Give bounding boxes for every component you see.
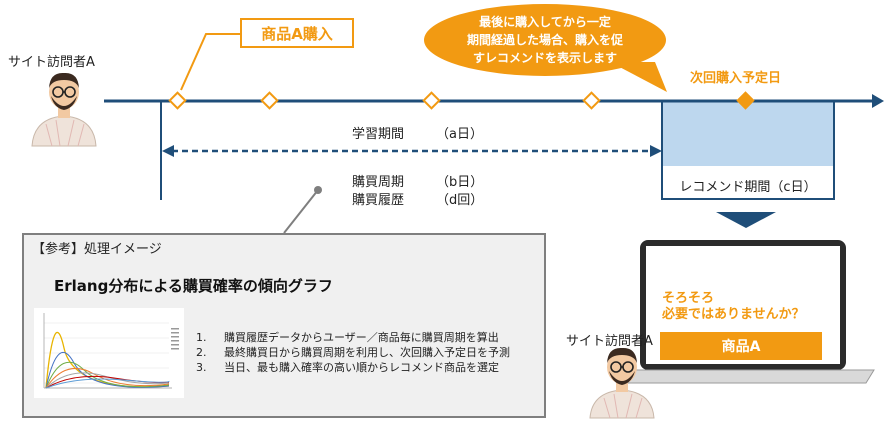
step-text: 購買履歴データからユーザー／商品毎に購買周期を算出 bbox=[224, 331, 499, 344]
timeline-arrowhead bbox=[872, 94, 884, 108]
purchase-marker bbox=[422, 91, 441, 110]
learning-period-label: 学習期間 bbox=[352, 127, 405, 142]
purchase-connector bbox=[180, 33, 240, 91]
step-number: 3. bbox=[196, 361, 207, 374]
purchase-cycle-label: 購買周期 bbox=[352, 175, 405, 190]
bubble-line: 最後に購入してから一定 bbox=[479, 15, 611, 29]
graph-title: Erlang分布による購買確率の傾向グラフ bbox=[54, 277, 333, 295]
visitor-label-top: サイト訪問者A bbox=[8, 55, 95, 70]
recommended-product-button[interactable]: 商品A bbox=[660, 332, 822, 360]
learning-arrow-left-head bbox=[162, 145, 174, 157]
speech-bubble bbox=[424, 4, 667, 92]
visitor-label-bottom: サイト訪問者A bbox=[566, 334, 653, 349]
visitor-avatar-bottom bbox=[589, 347, 655, 419]
recommend-message-line: そろそろ bbox=[662, 291, 715, 306]
purchase-marker bbox=[168, 91, 187, 110]
recommend-message: そろそろ 必要ではありませんか？ bbox=[662, 291, 805, 323]
next-purchase-date-label: 次回購入予定日 bbox=[690, 71, 782, 86]
recommend-message-line: 必要ではありませんか？ bbox=[662, 307, 805, 322]
step-text: 当日、最も購入確率の高い順からレコメンド商品を選定 bbox=[224, 361, 499, 374]
step-number: 2. bbox=[196, 346, 207, 359]
purchase-product-box: 商品A購入 bbox=[240, 18, 354, 48]
next-purchase-marker bbox=[736, 91, 755, 110]
erlang-thumbnail-graph bbox=[34, 308, 184, 398]
process-step: 2. 最終購買日から購買周期を利用し、次回購入予定日を予測 bbox=[196, 345, 510, 360]
purchase-markers bbox=[168, 91, 755, 110]
learning-period-value: （a日） bbox=[436, 127, 483, 142]
purchase-history-value: （d回） bbox=[436, 193, 484, 208]
recommend-period-fill bbox=[662, 101, 834, 166]
reference-title: 【参考】処理イメージ bbox=[32, 242, 162, 257]
reference-connector bbox=[283, 189, 319, 234]
down-arrow bbox=[716, 212, 776, 228]
recommend-period-label: レコメンド期間（c日） bbox=[679, 180, 817, 195]
process-steps: 1. 購買履歴データからユーザー／商品毎に購買周期を算出 2. 最終購買日から購買周… bbox=[196, 330, 510, 375]
process-step: 1. 購買履歴データからユーザー／商品毎に購買周期を算出 bbox=[196, 330, 510, 345]
visitor-avatar-top bbox=[31, 72, 97, 147]
bubble-line: すレコメンドを表示します bbox=[472, 51, 617, 65]
bubble-message: 最後に購入してから一定 期間経過した場合、購入を促 すレコメンドを表示します bbox=[436, 13, 654, 67]
purchase-cycle-value: （b日） bbox=[436, 175, 484, 190]
purchase-history-label: 購買履歴 bbox=[352, 193, 405, 208]
step-text: 最終購買日から購買周期を利用し、次回購入予定日を予測 bbox=[224, 346, 510, 359]
process-step: 3. 当日、最も購入確率の高い順からレコメンド商品を選定 bbox=[196, 360, 510, 375]
purchase-marker bbox=[582, 91, 601, 110]
purchase-marker bbox=[260, 91, 279, 110]
bubble-line: 期間経過した場合、購入を促 bbox=[466, 33, 623, 47]
step-number: 1. bbox=[196, 331, 207, 344]
learning-arrow-right-head bbox=[650, 145, 662, 157]
